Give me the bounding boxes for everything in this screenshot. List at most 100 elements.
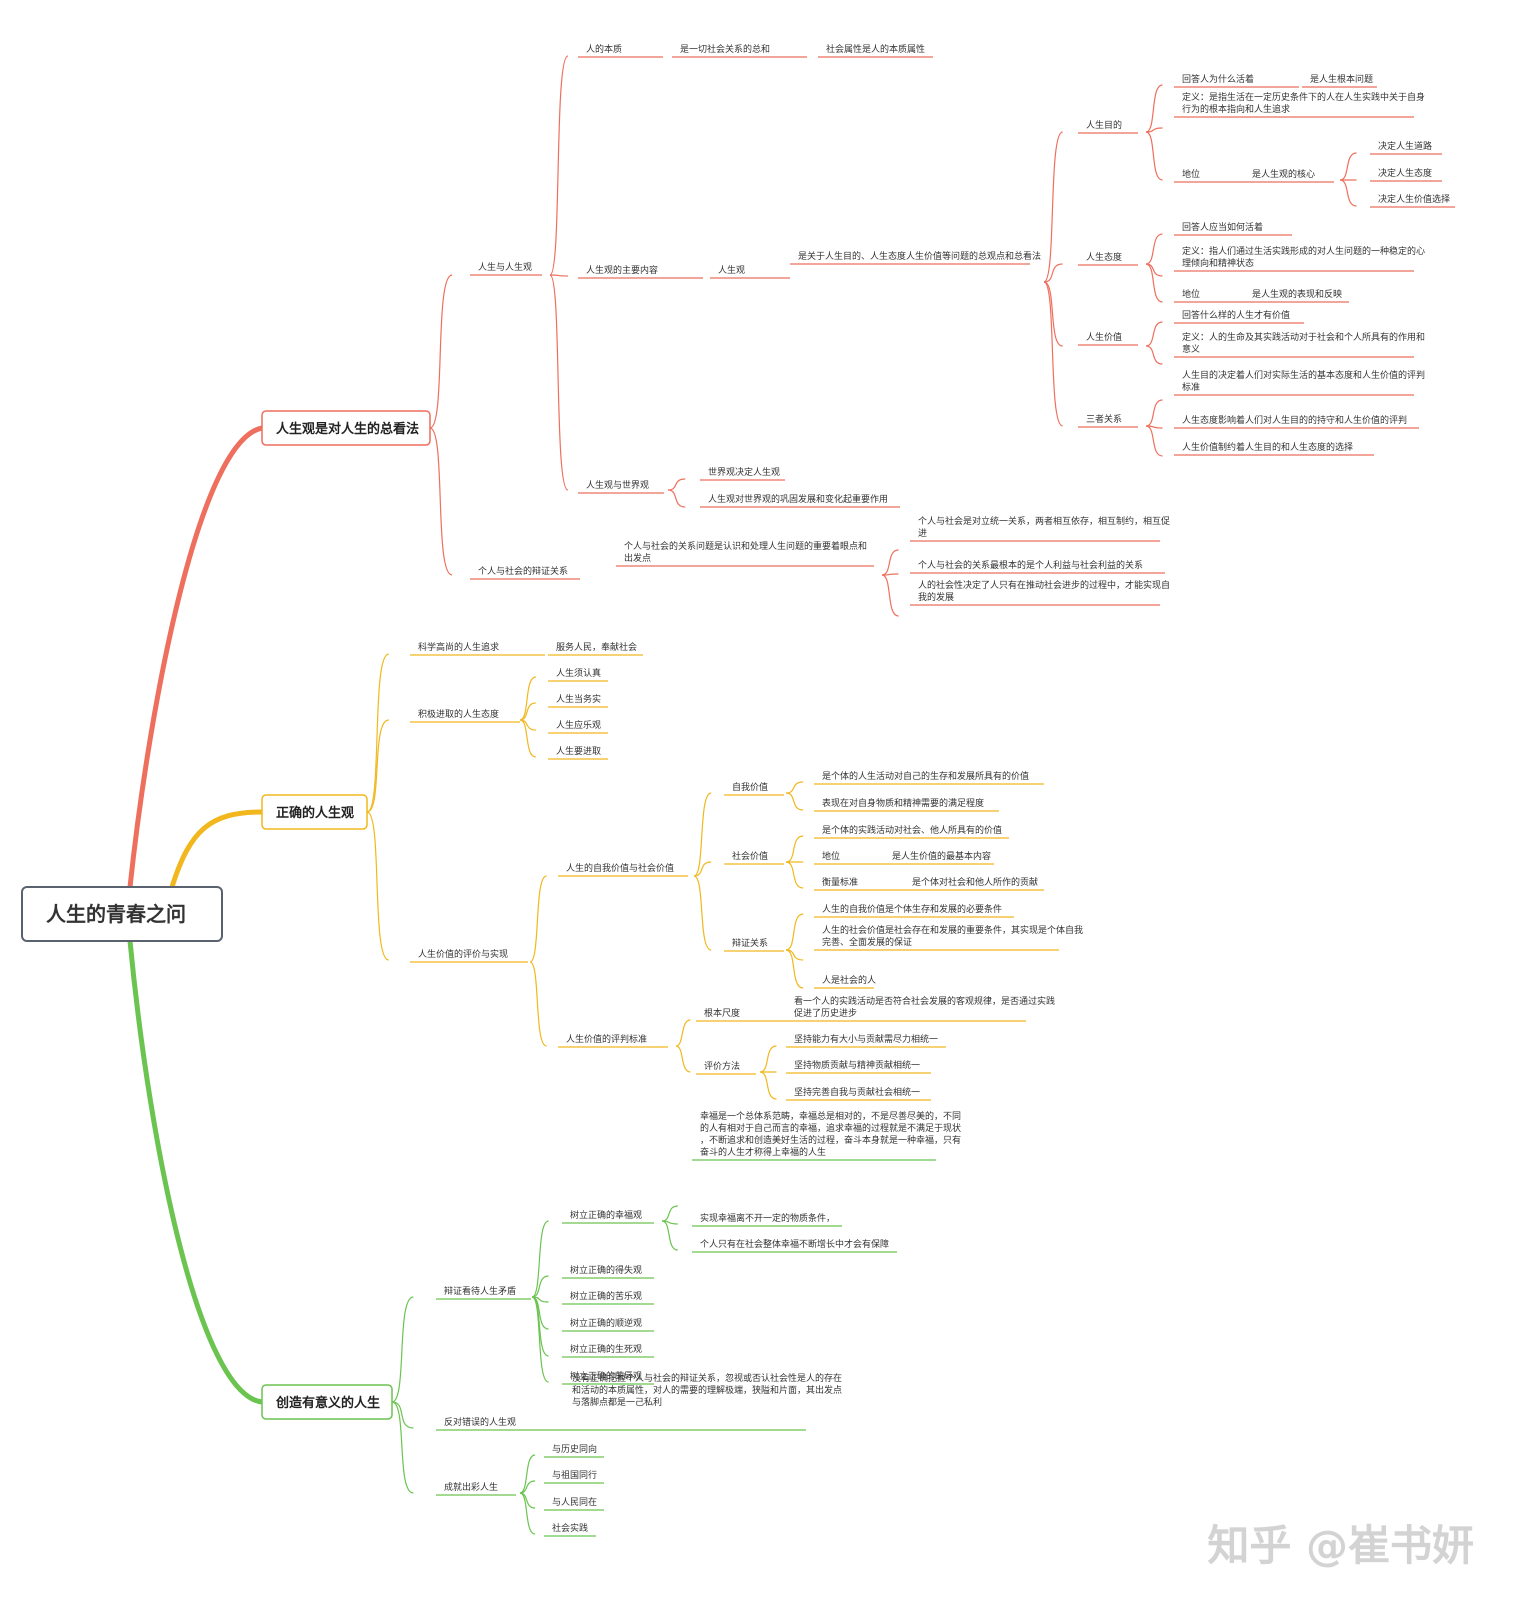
mind-map-node-multiline[interactable]: 人生目的决定着人们对实际生活的基本态度和人生价值的评判标准 xyxy=(1182,369,1425,393)
connector-line xyxy=(661,1205,678,1222)
mind-map-node[interactable]: 与祖国同行 xyxy=(552,1469,597,1481)
mind-map-node[interactable]: 人生价值的评判标准 xyxy=(566,1033,647,1045)
mind-map-node[interactable]: 决定人生价值选择 xyxy=(1378,193,1450,205)
mind-map-node[interactable]: 是人生价值的最基本内容 xyxy=(892,850,991,862)
mind-map-node[interactable]: 人的本质 xyxy=(586,43,622,55)
connector-line xyxy=(366,653,390,813)
mind-map-node[interactable]: 三者关系 xyxy=(1086,413,1122,425)
mind-map-node[interactable]: 树立正确的幸福观 xyxy=(570,1209,642,1221)
mind-map-node[interactable]: 回答人为什么活着 xyxy=(1182,73,1254,85)
mind-map-node[interactable]: 地位 xyxy=(1182,168,1200,180)
mind-map-node[interactable]: 个人与社会的关系最根本的是个人利益与社会利益的关系 xyxy=(918,559,1143,571)
mind-map-node-multiline[interactable]: 没有正确把握个人与社会的辩证关系，忽视或否认社会性是人的存在和活动的本质属性，对… xyxy=(572,1372,842,1408)
connector-line xyxy=(661,1220,678,1251)
mind-map-node[interactable]: 树立正确的苦乐观 xyxy=(570,1290,642,1302)
mind-map-node[interactable]: 人生的自我价值与社会价值 xyxy=(566,862,674,874)
mind-map-node[interactable]: 坚持物质贡献与精神贡献相统一 xyxy=(794,1059,920,1071)
mind-map-node[interactable]: 实现幸福离不开一定的物质条件， xyxy=(700,1212,835,1224)
connector-line xyxy=(881,573,899,576)
mind-map-node[interactable]: 人生当务实 xyxy=(556,693,601,705)
mind-map-node[interactable]: 人生与人生观 xyxy=(478,261,532,273)
mind-map-node[interactable]: 树立正确的生死观 xyxy=(570,1343,642,1355)
mind-map-node[interactable]: 自我价值 xyxy=(732,781,768,793)
mind-map-node[interactable]: 人生目的 xyxy=(1086,119,1122,131)
mind-map-node[interactable]: 是个体的人生活动对自己的生存和发展所具有的价值 xyxy=(822,770,1029,782)
mind-map-node[interactable]: 树立正确的荣辱观 xyxy=(570,1370,642,1382)
mind-map-node-multiline[interactable]: 幸福是一个总体系范畴，幸福总是相对的，不是尽善尽美的，不同的人有相对于自己而言的… xyxy=(700,1110,961,1158)
connector-line xyxy=(1145,263,1163,277)
mind-map-node[interactable]: 个人只有在社会整体幸福不断增长中才会有保障 xyxy=(700,1238,889,1250)
mind-map-node-multiline[interactable]: 定义：指人们通过生活实践形成的对人生问题的一种稳定的心理倾向和精神状态 xyxy=(1182,245,1425,269)
root-node[interactable]: 人生的青春之问 xyxy=(21,886,223,942)
mind-map-node[interactable]: 决定人生态度 xyxy=(1378,167,1432,179)
mind-map-node[interactable]: 人生应乐观 xyxy=(556,719,601,731)
mind-map-node[interactable]: 社会属性是人的本质属性 xyxy=(826,43,925,55)
connector-line xyxy=(667,478,686,491)
mind-map-node[interactable]: 根本尺度 xyxy=(704,1007,740,1019)
mind-map-node[interactable]: 回答人应当如何活着 xyxy=(1182,221,1263,233)
mind-map-node[interactable]: 是个体对社会和他人所作的贡献 xyxy=(912,876,1038,888)
mind-map-node[interactable]: 人生价值 xyxy=(1086,331,1122,343)
mind-map-node-multiline[interactable]: 个人与社会是对立统一关系，两者相互依存，相互制约，相互促进 xyxy=(918,515,1170,539)
mind-map-node[interactable]: 决定人生道路 xyxy=(1378,140,1432,152)
mind-map-node[interactable]: 是人生观的核心 xyxy=(1252,168,1315,180)
mind-map-node[interactable]: 人生价值的评价与实现 xyxy=(418,948,508,960)
connector-line xyxy=(531,1275,549,1298)
mind-map-node[interactable]: 世界观决定人生观 xyxy=(708,466,780,478)
mind-map-node-multiline[interactable]: 定义：人的生命及其实践活动对于社会和个人所具有的作用和意义 xyxy=(1182,331,1425,355)
mind-map-node-multiline[interactable]: 人生的社会价值是社会存在和发展的重要条件，其实现是个体自我完善、全面发展的保证 xyxy=(822,924,1083,948)
mind-map-node[interactable]: 成就出彩人生 xyxy=(444,1481,498,1493)
mind-map-node[interactable]: 地位 xyxy=(1182,288,1200,300)
mind-map-node[interactable]: 社会价值 xyxy=(732,850,768,862)
branch-node-label: 人生观是对人生的总看法 xyxy=(276,421,419,437)
mind-map-node[interactable]: 人是社会的人 xyxy=(822,974,876,986)
mind-map-node[interactable]: 人生观对世界观的巩固发展和变化起重要作用 xyxy=(708,493,888,505)
mind-map-node-multiline[interactable]: 看一个人的实践活动是否符合社会发展的客观规律，是否通过实践促进了历史进步 xyxy=(794,995,1055,1019)
mind-map-node[interactable]: 辩证关系 xyxy=(732,937,768,949)
mind-map-node[interactable]: 人生须认真 xyxy=(556,667,601,679)
mind-map-node[interactable]: 社会实践 xyxy=(552,1522,588,1534)
mind-map-node[interactable]: 地位 xyxy=(822,850,840,862)
connector-line xyxy=(366,811,390,961)
mind-map-node[interactable]: 坚持完善自我与贡献社会相统一 xyxy=(794,1086,920,1098)
branch-node-box xyxy=(261,410,431,446)
mind-map-node[interactable]: 科学高尚的人生追求 xyxy=(418,641,499,653)
mind-map-node[interactable]: 是关于人生目的、人生态度人生价值等问题的总观点和总看法 xyxy=(798,250,1041,262)
mind-map-node[interactable]: 反对错误的人生观 xyxy=(444,1416,516,1428)
mind-map-node[interactable]: 是人生观的表现和反映 xyxy=(1252,288,1342,300)
mind-map-node[interactable]: 树立正确的顺逆观 xyxy=(570,1317,642,1329)
mind-map-node[interactable]: 人生观与世界观 xyxy=(586,479,649,491)
mind-map-node[interactable]: 个人与社会的辩证关系 xyxy=(478,565,568,577)
mind-map-node[interactable]: 人生观的主要内容 xyxy=(586,264,658,276)
mind-map-node-multiline[interactable]: 人的社会性决定了人只有在推动社会进步的过程中，才能实现自我的发展 xyxy=(918,579,1170,603)
mind-map-node[interactable]: 人生观 xyxy=(718,264,745,276)
mind-map-node-multiline[interactable]: 个人与社会的关系问题是认识和处理人生问题的重要着眼点和出发点 xyxy=(624,540,867,564)
mind-map-node[interactable]: 评价方法 xyxy=(704,1060,740,1072)
mind-map-node[interactable]: 辩证看待人生矛盾 xyxy=(444,1285,516,1297)
connector-line xyxy=(519,1492,536,1535)
connector-line xyxy=(1145,263,1163,303)
mind-map-node[interactable]: 人生要进取 xyxy=(556,745,601,757)
mind-map-node[interactable]: 是个体的实践活动对社会、他人所具有的价值 xyxy=(822,824,1002,836)
branch-node[interactable]: 人生观是对人生的总看法 xyxy=(261,410,431,446)
mind-map-node[interactable]: 积极进取的人生态度 xyxy=(418,708,499,720)
mind-map-node[interactable]: 树立正确的得失观 xyxy=(570,1264,642,1276)
branch-node[interactable]: 正确的人生观 xyxy=(261,794,368,830)
mind-map-node[interactable]: 衡量标准 xyxy=(822,876,858,888)
mind-map-node-multiline[interactable]: 定义：是指生活在一定历史条件下的人在人生实践中关于自身行为的根本指向和人生追求 xyxy=(1182,91,1425,115)
mind-map-node[interactable]: 回答什么样的人生才有价值 xyxy=(1182,309,1290,321)
mind-map-node[interactable]: 与历史同向 xyxy=(552,1443,597,1455)
mind-map-node[interactable]: 人生价值制约着人生目的和人生态度的选择 xyxy=(1182,441,1353,453)
mind-map-node[interactable]: 人生态度影响着人们对人生目的的持守和人生价值的评判 xyxy=(1182,414,1407,426)
mind-map-node[interactable]: 服务人民，奉献社会 xyxy=(556,641,637,653)
mind-map-node[interactable]: 是一切社会关系的总和 xyxy=(680,43,770,55)
mind-map-node[interactable]: 坚持能力有大小与贡献需尽力相统一 xyxy=(794,1033,938,1045)
branch-node[interactable]: 创造有意义的人生 xyxy=(261,1384,393,1420)
mind-map-node[interactable]: 是人生根本问题 xyxy=(1310,73,1373,85)
mind-map-node[interactable]: 人生态度 xyxy=(1086,251,1122,263)
mind-map-node[interactable]: 表现在对自身物质和精神需要的满足程度 xyxy=(822,797,984,809)
connector-line xyxy=(785,861,804,889)
mind-map-node[interactable]: 与人民同在 xyxy=(552,1496,597,1508)
mind-map-node[interactable]: 人生的自我价值是个体生存和发展的必要条件 xyxy=(822,903,1002,915)
